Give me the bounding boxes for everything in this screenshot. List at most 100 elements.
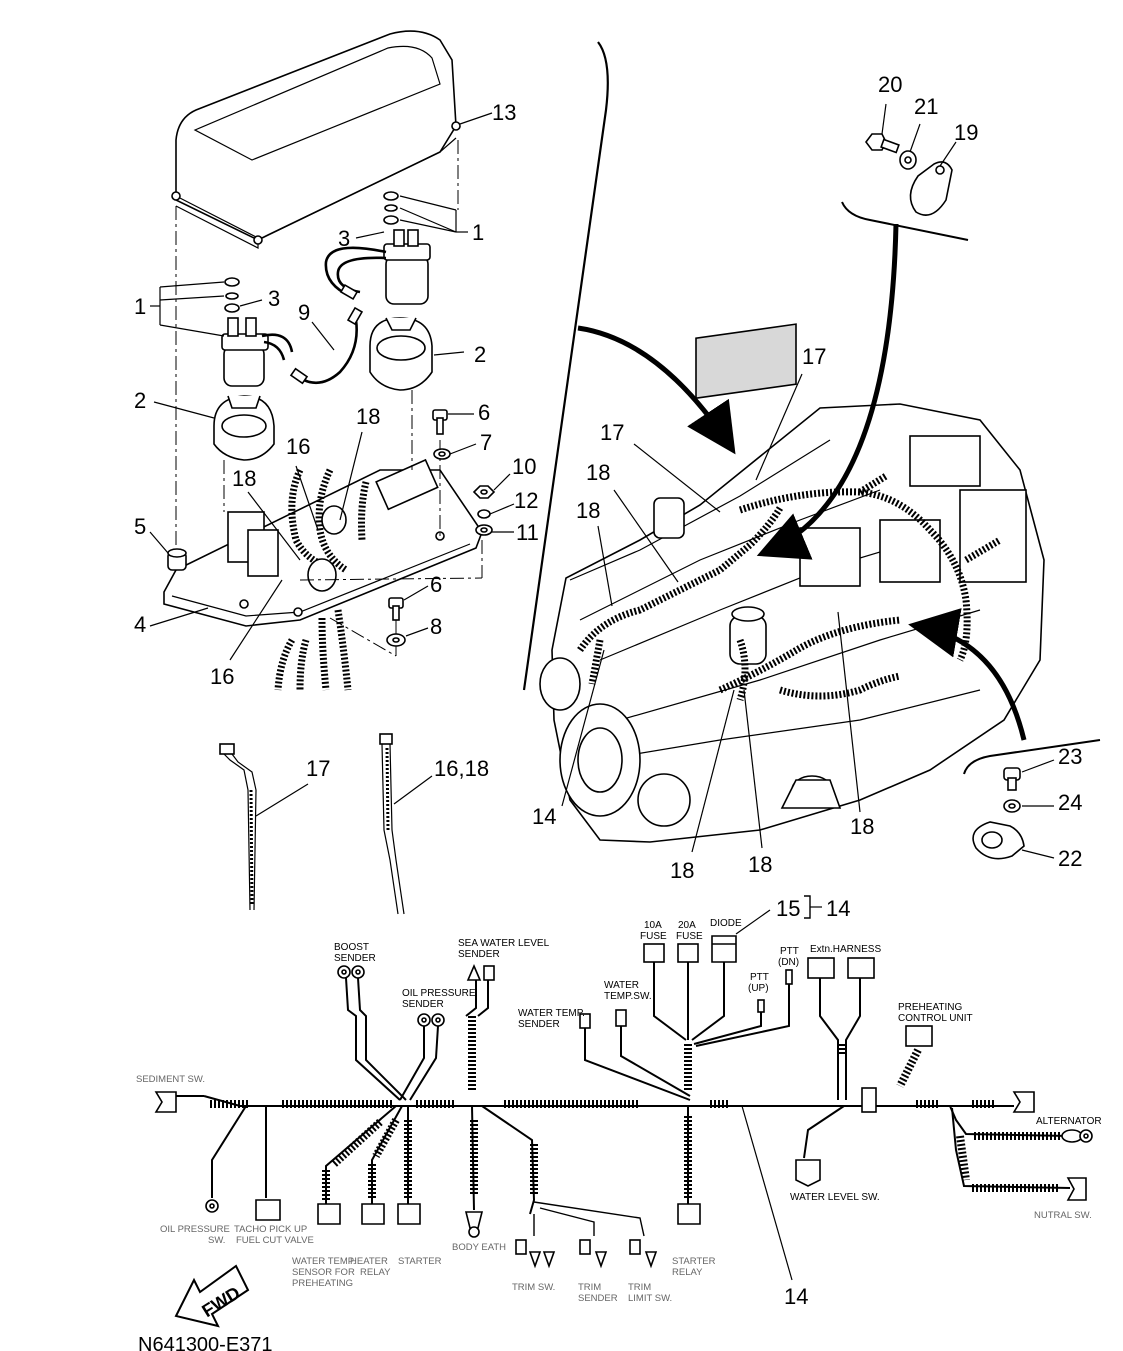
- label-ptt-dn: (DN): [778, 957, 799, 968]
- label-extn-harness: Extn.HARNESS: [810, 944, 881, 955]
- clamp-bolt-23: [1003, 767, 1021, 791]
- label-water-temp-sensor: SENSOR FOR: [292, 1267, 355, 1278]
- cable-clamp-19: [909, 161, 953, 216]
- label-water-temp-sensor: WATER TEMP.: [292, 1256, 356, 1267]
- clamp-bolt-20: [865, 133, 900, 154]
- label-water-temp-sender: WATER TEMP.: [518, 1008, 585, 1019]
- label-oil-pressure-sender: SENDER: [402, 999, 444, 1010]
- starter-relay-lower: [221, 277, 294, 387]
- label-water-temp-sender: SENDER: [518, 1019, 560, 1030]
- callout-13: 13: [492, 100, 516, 125]
- callout-10: 10: [512, 454, 536, 479]
- label-water-level-sw: WATER LEVEL SW.: [790, 1192, 880, 1203]
- label-trim-limit-sw: TRIM: [628, 1282, 651, 1293]
- callout-7: 7: [480, 430, 492, 455]
- grommet: [167, 548, 187, 571]
- clamp-washer-21: [899, 150, 917, 170]
- callout-11: 11: [516, 520, 539, 545]
- callout-20: 20: [878, 72, 902, 97]
- harness-schematic: [154, 895, 1093, 1281]
- label-tacho-pickup: TACHO PICK UP: [234, 1224, 307, 1235]
- callout-5: 5: [134, 514, 146, 539]
- callout-numbers: 13 1 3 1 3 9 2 2 6 18 16 7 18 10 12 11 5…: [134, 72, 1082, 1309]
- callout-14: 14: [784, 1284, 808, 1309]
- lock-washer: [477, 509, 491, 519]
- label-fuse-20a: 20A: [678, 920, 696, 931]
- label-water-temp-sw: WATER: [604, 980, 639, 991]
- callout-18: 18: [748, 852, 772, 877]
- label-nutral-sw: NUTRAL SW.: [1034, 1210, 1092, 1221]
- label-trim-sw: TRIM SW.: [512, 1282, 555, 1293]
- label-heater-relay: RELAY: [360, 1267, 391, 1278]
- callout-16: 16: [210, 664, 234, 689]
- bolt-lower: [388, 597, 404, 621]
- label-water-temp-sensor: PREHEATING: [292, 1278, 353, 1289]
- starter-relay-upper: [324, 191, 431, 305]
- label-heater-relay: HEATER: [350, 1256, 388, 1267]
- cable-tie-17: [219, 743, 257, 911]
- callout-16-18: 16,18: [434, 756, 489, 781]
- bolt-upper: [432, 409, 448, 435]
- callout-19: 19: [954, 120, 978, 145]
- callout-9: 9: [298, 300, 310, 325]
- callout-3: 3: [268, 286, 280, 311]
- label-starter-relay: RELAY: [672, 1267, 703, 1278]
- clamp-washer-24: [1003, 799, 1021, 813]
- callout-14: 14: [532, 804, 556, 829]
- label-fuse-20a: FUSE: [676, 931, 703, 942]
- washer-lower: [386, 633, 406, 647]
- label-sea-water-level: SEA WATER LEVEL: [458, 938, 550, 949]
- callout-21: 21: [914, 94, 938, 119]
- cable-tie-16-18: [379, 733, 405, 915]
- label-fuse-10a: 10A: [644, 920, 662, 931]
- callout-18: 18: [356, 404, 380, 429]
- forward-arrow: FWD: [174, 1264, 250, 1328]
- label-fuse-10a: FUSE: [640, 931, 667, 942]
- callout-17: 17: [306, 756, 330, 781]
- label-ptt-dn: PTT: [780, 946, 799, 957]
- callout-22: 22: [1058, 846, 1082, 871]
- label-trim-sender: TRIM: [578, 1282, 601, 1293]
- callout-15: 15: [776, 896, 800, 921]
- callout-2: 2: [474, 342, 486, 367]
- relay-holder-left: [213, 395, 275, 461]
- relay-holder-right: [369, 317, 433, 391]
- callout-24: 24: [1058, 790, 1082, 815]
- callout-23: 23: [1058, 744, 1082, 769]
- label-boost-sender: SENDER: [334, 953, 376, 964]
- relay-box-assembly: [149, 30, 493, 691]
- callout-18: 18: [670, 858, 694, 883]
- label-oil-pressure-sw: SW.: [208, 1235, 225, 1246]
- callout-6: 6: [430, 572, 442, 597]
- label-ptt-up: PTT: [750, 972, 769, 983]
- label-preheating-control: CONTROL UNIT: [898, 1013, 973, 1024]
- callout-4: 4: [134, 612, 146, 637]
- callout-18: 18: [576, 498, 600, 523]
- callout-14: 14: [826, 896, 850, 921]
- relay-base-plate: [163, 458, 483, 691]
- harness-labels: BOOST SENDER SEA WATER LEVEL SENDER OIL …: [136, 918, 1102, 1304]
- callout-3: 3: [338, 226, 350, 251]
- label-preheating-control: PREHEATING: [898, 1002, 962, 1013]
- callout-1: 1: [134, 294, 146, 319]
- washer-upper: [433, 448, 451, 460]
- callout-18: 18: [586, 460, 610, 485]
- label-tacho-pickup: FUEL CUT VALVE: [236, 1235, 314, 1246]
- label-sediment-sw: SEDIMENT SW.: [136, 1074, 205, 1085]
- label-oil-pressure-sender: OIL PRESSURE: [402, 988, 476, 999]
- label-water-temp-sw: TEMP.SW.: [604, 991, 652, 1002]
- label-starter: STARTER: [398, 1256, 442, 1267]
- label-sea-water-level: SENDER: [458, 949, 500, 960]
- cable-clamp-22: [972, 821, 1025, 860]
- label-oil-pressure-sw: OIL PRESSURE: [160, 1224, 230, 1235]
- callout-12: 12: [514, 488, 538, 513]
- callout-17: 17: [802, 344, 826, 369]
- label-alternator: ALTERNATOR: [1036, 1116, 1102, 1127]
- callout-6: 6: [478, 400, 490, 425]
- callout-1: 1: [472, 220, 484, 245]
- label-ptt-up: (UP): [748, 983, 769, 994]
- label-trim-sender: SENDER: [578, 1293, 618, 1304]
- callout-2: 2: [134, 388, 146, 413]
- label-starter-relay: STARTER: [672, 1256, 716, 1267]
